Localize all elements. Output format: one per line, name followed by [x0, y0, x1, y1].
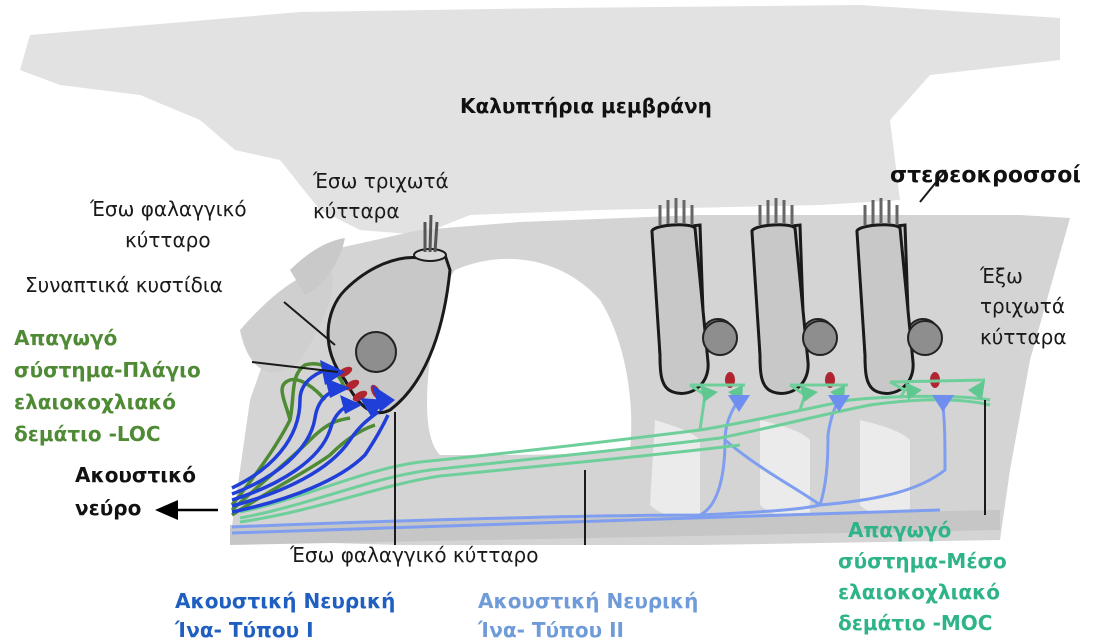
left-arrow-icon	[155, 500, 218, 520]
label-outer-hair-cells-2: τριχωτά	[980, 294, 1065, 318]
label-auditory-nerve-1: Ακουστικό	[75, 463, 196, 487]
label-type1-fiber-1: Ακουστική Νευρική	[175, 589, 395, 613]
label-type1-fiber-2: Ίνα- Τύπου Ι	[174, 618, 314, 642]
pillar-space-3	[860, 420, 910, 520]
label-efferent-loc-2: σύστημα-Πλάγιο	[14, 358, 201, 382]
label-inner-phalangeal-top-1: Έσω φαλαγγικό	[89, 197, 247, 221]
label-efferent-moc-4: δεμάτιο -MOC	[838, 611, 992, 635]
label-type2-fiber-1: Ακουστική Νευρική	[478, 589, 698, 613]
ohc-nucleus-3	[908, 321, 942, 355]
label-outer-hair-cells-3: κύτταρα	[980, 325, 1067, 349]
label-synaptic-vesicles: Συναπτικά κυστίδια	[25, 273, 223, 297]
label-inner-phalangeal-top-2: κύτταρο	[125, 228, 211, 252]
label-auditory-nerve-2: νεύρο	[75, 496, 141, 520]
label-inner-hair-cells-2: κύτταρα	[313, 199, 400, 223]
label-efferent-loc-4: δεμάτιο -LOC	[14, 422, 161, 446]
ohc-nucleus-1	[703, 321, 737, 355]
label-efferent-moc-3: ελαιοκοχλιακό	[838, 580, 1000, 604]
ihc-nucleus	[356, 332, 396, 372]
label-inner-phalangeal-bottom: Έσω φαλαγγικό κύτταρο	[289, 543, 538, 567]
label-efferent-loc-3: ελαιοκοχλιακό	[14, 390, 176, 414]
label-efferent-loc-1: Απαγωγό	[14, 326, 117, 350]
label-stereocilia: στερεοκροσσοί	[890, 163, 1081, 188]
label-efferent-moc-2: σύστημα-Μέσο	[838, 549, 1007, 573]
label-type2-fiber-2: Ίνα- Τύπου ΙΙ	[477, 618, 624, 642]
label-inner-hair-cells-1: Έσω τριχωτά	[312, 169, 449, 193]
label-efferent-moc-1: Απαγωγό	[848, 518, 951, 542]
label-tectorial-membrane: Καλυπτήρια μεμβράνη	[460, 94, 712, 118]
label-outer-hair-cells-1: Έξω	[979, 264, 1023, 288]
ohc-nucleus-2	[803, 321, 837, 355]
